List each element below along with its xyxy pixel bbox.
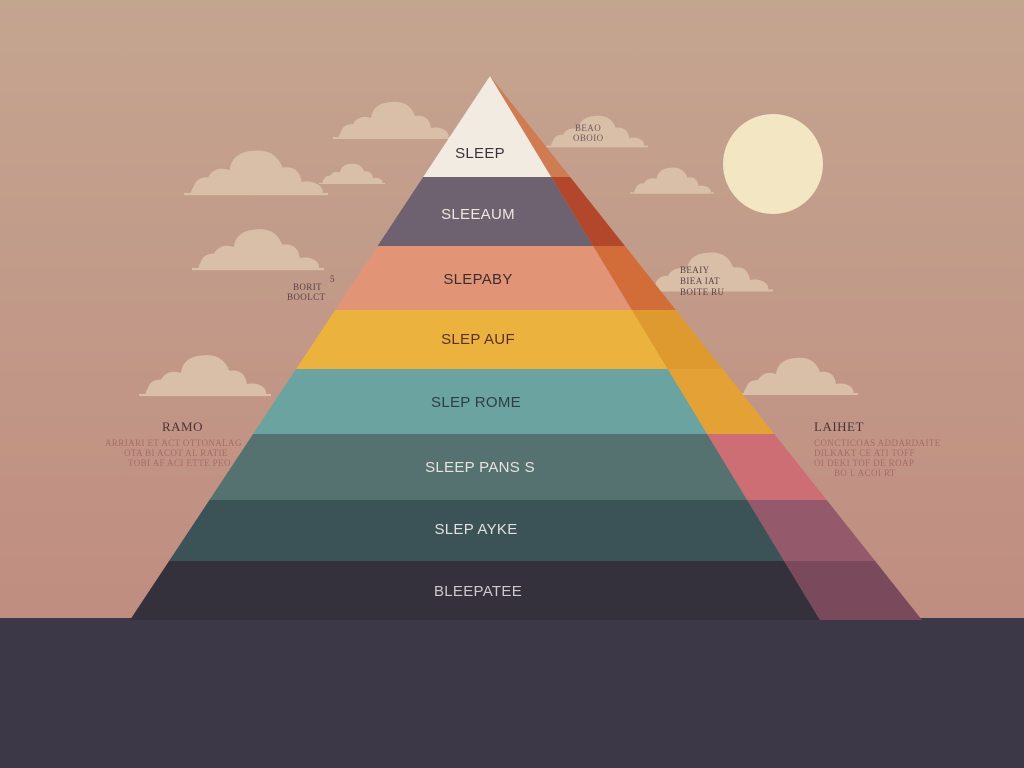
annotation-right-lower-line-1: CONCTICOAS ADDARDAITE bbox=[814, 438, 941, 448]
cloud-upper-right bbox=[630, 167, 714, 194]
cloud-base-line bbox=[647, 289, 773, 292]
pyramid-tier-2 bbox=[377, 177, 625, 246]
cloud-base-line bbox=[192, 267, 324, 271]
pyramid-tier-5 bbox=[253, 369, 775, 434]
tier-label-3: SLEPABY bbox=[443, 271, 512, 288]
annotation-left-upper-line-1: BORIT bbox=[293, 282, 322, 292]
tier-side-face bbox=[784, 561, 922, 620]
annotation-right-upper-line-1: BEAIY bbox=[680, 265, 710, 275]
cloud-icon bbox=[339, 101, 449, 138]
tier-front-face bbox=[130, 561, 820, 620]
annotation-left-upper: BORIT BOOLCT 5 bbox=[287, 274, 335, 302]
cloud-icon bbox=[653, 252, 769, 291]
tier-labels: SLEEP SLEEAUM SLEPABY SLEP AUF SLEP ROME… bbox=[425, 145, 535, 600]
tier-side-face bbox=[747, 500, 876, 561]
tier-label-6: SLEEP PANS S bbox=[425, 459, 535, 476]
cloud-base-line bbox=[546, 145, 648, 148]
cloud-base-line bbox=[738, 393, 858, 395]
cloud-icon bbox=[198, 229, 320, 269]
cloud-tag: BEAO OBOIO bbox=[573, 123, 604, 143]
tier-front-face bbox=[296, 310, 668, 369]
tier-label-8: BLEEPATEE bbox=[434, 583, 522, 600]
tier-front-face bbox=[335, 246, 632, 310]
cloud-top-right bbox=[546, 115, 648, 148]
cloud-icon bbox=[744, 357, 854, 394]
ground-band bbox=[0, 618, 1024, 768]
tier-front-face bbox=[169, 500, 785, 561]
annotation-left-upper-mark: 5 bbox=[330, 274, 335, 284]
annotation-right-lower-title: LAIHET bbox=[814, 419, 864, 434]
cloud-icon bbox=[634, 167, 711, 193]
tier-side-face bbox=[667, 369, 775, 434]
cloud-base-line bbox=[319, 182, 385, 185]
annotation-right-upper-line-3: BOITE RU bbox=[680, 287, 725, 297]
cloud-base-line bbox=[333, 137, 453, 139]
pyramid-tier-8 bbox=[130, 561, 922, 620]
tier-side-face bbox=[631, 310, 723, 369]
pyramid-tier-7 bbox=[169, 500, 876, 561]
sleep-pyramid bbox=[130, 76, 922, 620]
cloud-base-line bbox=[630, 192, 714, 194]
pyramid-tier-4 bbox=[296, 310, 723, 369]
tier-side-face bbox=[490, 76, 571, 177]
cloud-tag-line-2: OBOIO bbox=[573, 133, 604, 143]
tier-front-face bbox=[423, 76, 552, 177]
annotation-right-upper-line-2: BIEA IAT bbox=[680, 276, 720, 286]
tier-label-4: SLEP AUF bbox=[441, 331, 515, 348]
tier-side-face bbox=[593, 246, 676, 310]
cloud-lower-left bbox=[139, 355, 271, 397]
annotation-left-lower-line-2: OTA BI ACOT AL RATIE bbox=[124, 448, 228, 458]
tier-side-face bbox=[551, 177, 625, 246]
tier-front-face bbox=[209, 434, 748, 500]
annotation-left-lower-line-3: TOBI AF ACI ETTE PEO bbox=[128, 458, 231, 468]
cloud-upper-left-small bbox=[319, 163, 385, 185]
annotation-left-lower: RAMO ARRIARI ET ACT OTTONALAG OTA BI ACO… bbox=[105, 419, 242, 468]
tier-front-face bbox=[253, 369, 708, 434]
cloud-tag-line-1: BEAO bbox=[575, 123, 601, 133]
tier-front-face bbox=[377, 177, 594, 246]
cloud-icon bbox=[191, 150, 323, 194]
pyramid-tier-6 bbox=[209, 434, 827, 500]
cloud-icon bbox=[322, 163, 383, 184]
annotation-right-upper: BEAIY BIEA IAT BOITE RU bbox=[680, 265, 725, 297]
tier-side-face bbox=[707, 434, 827, 500]
pyramid-tier-3 bbox=[335, 246, 676, 310]
cloud-icon bbox=[551, 115, 645, 147]
cloud-top-left bbox=[333, 101, 453, 139]
cloud-base-line bbox=[139, 393, 271, 397]
annotation-left-lower-line-1: ARRIARI ET ACT OTTONALAG bbox=[105, 438, 242, 448]
cloud-base-line bbox=[184, 192, 328, 196]
annotation-left-upper-line-2: BOOLCT bbox=[287, 292, 326, 302]
annotation-right-lower: LAIHET CONCTICOAS ADDARDAITE DILKAKT CE … bbox=[814, 419, 941, 478]
tier-label-7: SLEP AYKE bbox=[434, 521, 517, 538]
tier-label-1: SLEEP bbox=[455, 145, 505, 162]
annotation-right-lower-line-3: OI DEKI TOF DE ROAP bbox=[814, 458, 914, 468]
cloud-lower-right bbox=[738, 357, 858, 395]
cloud-icon bbox=[145, 355, 267, 395]
cloud-mid-left bbox=[192, 229, 324, 271]
annotation-left-lower-title: RAMO bbox=[162, 419, 203, 434]
pyramid-tier-1 bbox=[423, 76, 571, 177]
tier-label-5: SLEP ROME bbox=[431, 394, 521, 411]
sun-icon bbox=[723, 114, 823, 214]
cloud-layer bbox=[139, 101, 858, 397]
annotation-right-lower-line-2: DILKAKT CE ATI TOFF bbox=[814, 448, 915, 458]
cloud-mid-right bbox=[647, 252, 773, 292]
tier-label-2: SLEEAUM bbox=[441, 206, 515, 223]
cloud-upper-left bbox=[184, 150, 328, 196]
annotation-right-lower-line-4: BO L ACOI RT bbox=[834, 468, 896, 478]
